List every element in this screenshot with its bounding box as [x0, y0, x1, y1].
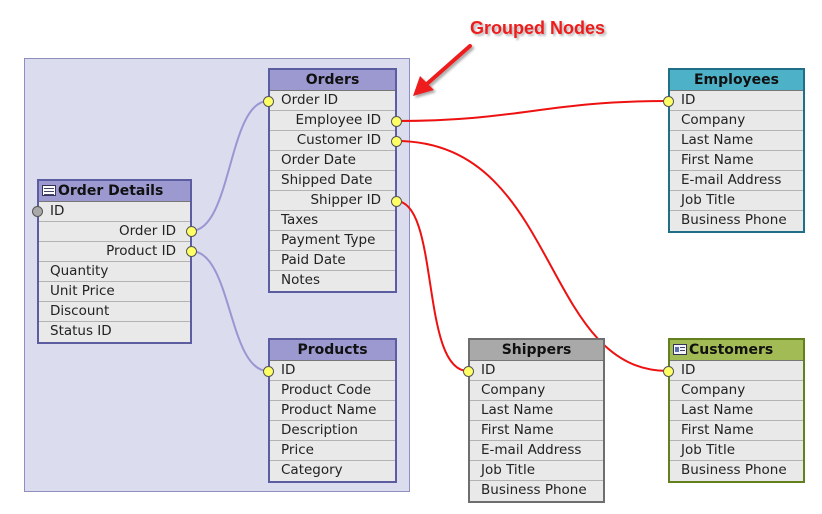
table-title: Orders — [305, 72, 360, 88]
callout-arrow — [413, 44, 472, 96]
field-row[interactable]: Quantity — [39, 262, 190, 282]
table-products[interactable]: Products ID Product Code Product Name De… — [268, 338, 397, 483]
field-row[interactable]: Employee ID — [270, 111, 395, 131]
table-order-details[interactable]: Order Details ID Order ID Product ID Qua… — [37, 179, 192, 344]
field-row[interactable]: ID — [270, 361, 395, 381]
table-title: Products — [297, 342, 368, 358]
table-title: Customers — [689, 342, 774, 358]
table-header[interactable]: Shippers — [470, 340, 603, 361]
contact-card-icon — [673, 344, 687, 355]
field-row[interactable]: Company — [470, 381, 603, 401]
port-orders-shipper-id[interactable] — [391, 196, 402, 207]
field-row[interactable]: Customer ID — [270, 131, 395, 151]
table-header[interactable]: Employees — [670, 70, 803, 91]
field-row[interactable]: Company — [670, 381, 803, 401]
table-title: Employees — [693, 72, 780, 88]
field-row[interactable]: ID — [670, 91, 803, 111]
field-row[interactable]: Business Phone — [470, 481, 603, 501]
field-row[interactable]: Category — [270, 461, 395, 481]
field-row[interactable]: Job Title — [670, 441, 803, 461]
port-customers-id[interactable] — [663, 366, 674, 377]
field-row[interactable]: Order ID — [39, 222, 190, 242]
field-row[interactable]: Job Title — [670, 191, 803, 211]
table-title: Order Details — [58, 183, 164, 199]
table-employees[interactable]: Employees ID Company Last Name First Nam… — [668, 68, 805, 233]
field-row[interactable]: Business Phone — [670, 211, 803, 231]
port-order-details-product-id[interactable] — [186, 246, 197, 257]
field-row[interactable]: Job Title — [470, 461, 603, 481]
grouped-nodes-callout: Grouped Nodes — [470, 18, 606, 38]
field-row[interactable]: ID — [670, 361, 803, 381]
field-row[interactable]: Product Code — [270, 381, 395, 401]
port-employees-id[interactable] — [663, 96, 674, 107]
table-header[interactable]: Orders — [270, 70, 395, 91]
field-row[interactable]: Paid Date — [270, 251, 395, 271]
field-row[interactable]: Price — [270, 441, 395, 461]
table-header[interactable]: Order Details — [39, 181, 190, 202]
field-row[interactable]: Status ID — [39, 322, 190, 342]
port-orders-customer-id[interactable] — [391, 136, 402, 147]
link-orders-customers[interactable] — [395, 140, 669, 372]
field-row[interactable]: Product ID — [39, 242, 190, 262]
field-row[interactable]: First Name — [670, 421, 803, 441]
field-row[interactable]: Last Name — [670, 401, 803, 421]
field-row[interactable]: Business Phone — [670, 461, 803, 481]
field-row[interactable]: Company — [670, 111, 803, 131]
field-row[interactable]: Order ID — [270, 91, 395, 111]
table-shippers[interactable]: Shippers ID Company Last Name First Name… — [468, 338, 605, 503]
field-row[interactable]: First Name — [470, 421, 603, 441]
field-row[interactable]: E-mail Address — [470, 441, 603, 461]
table-icon — [42, 185, 56, 196]
port-order-details-id[interactable] — [32, 206, 43, 217]
field-row[interactable]: Product Name — [270, 401, 395, 421]
field-row[interactable]: Discount — [39, 302, 190, 322]
link-orders-employees[interactable] — [395, 100, 669, 122]
field-row[interactable]: Payment Type — [270, 231, 395, 251]
field-row[interactable]: E-mail Address — [670, 171, 803, 191]
field-row[interactable]: Last Name — [470, 401, 603, 421]
field-row[interactable]: Shipper ID — [270, 191, 395, 211]
port-products-id[interactable] — [263, 366, 274, 377]
field-row[interactable]: First Name — [670, 151, 803, 171]
table-header[interactable]: Products — [270, 340, 395, 361]
field-row[interactable]: Unit Price — [39, 282, 190, 302]
field-row[interactable]: Description — [270, 421, 395, 441]
field-row[interactable]: Last Name — [670, 131, 803, 151]
table-orders[interactable]: Orders Order ID Employee ID Customer ID … — [268, 68, 397, 293]
table-header[interactable]: Customers — [670, 340, 803, 361]
field-row[interactable]: ID — [39, 202, 190, 222]
field-row[interactable]: ID — [470, 361, 603, 381]
port-shippers-id[interactable] — [463, 366, 474, 377]
port-orders-employee-id[interactable] — [391, 116, 402, 127]
field-row[interactable]: Taxes — [270, 211, 395, 231]
field-row[interactable]: Order Date — [270, 151, 395, 171]
table-title: Shippers — [501, 342, 572, 358]
port-orders-order-id[interactable] — [263, 96, 274, 107]
field-row[interactable]: Shipped Date — [270, 171, 395, 191]
field-row[interactable]: Notes — [270, 271, 395, 291]
table-customers[interactable]: Customers ID Company Last Name First Nam… — [668, 338, 805, 483]
port-order-details-order-id[interactable] — [186, 226, 197, 237]
